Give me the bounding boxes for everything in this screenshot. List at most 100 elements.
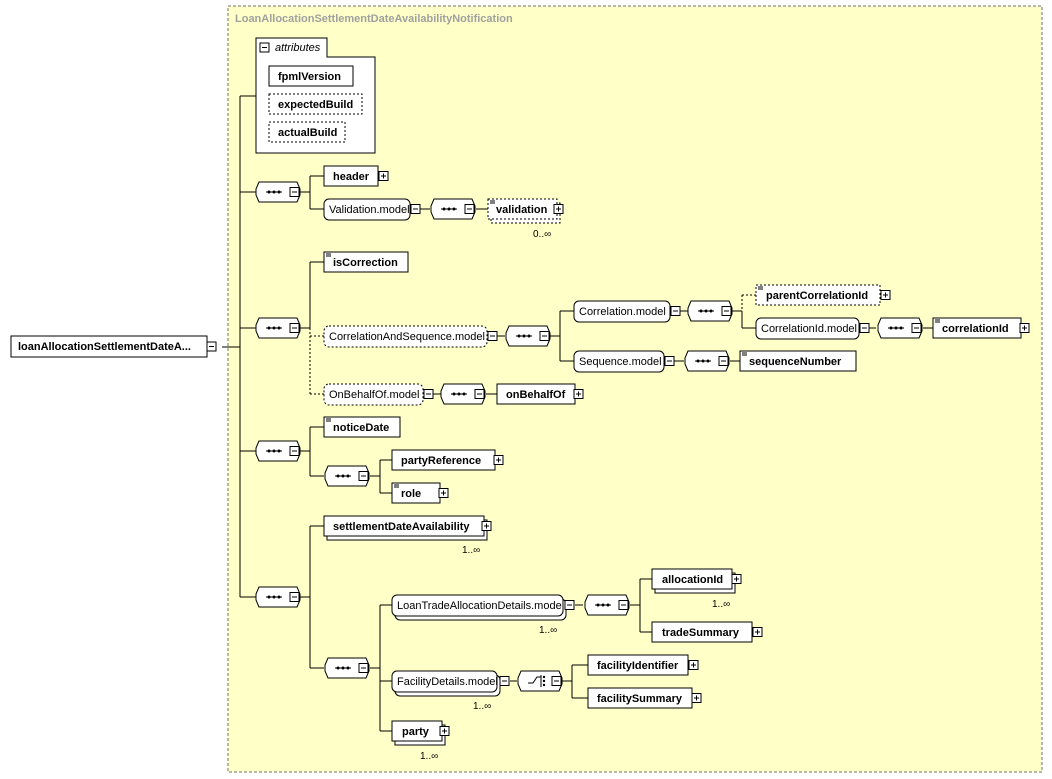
cardinality: 1..∞	[712, 599, 730, 610]
sequence-compositor[interactable]	[324, 657, 370, 679]
svg-text:facilityIdentifier: facilityIdentifier	[597, 660, 679, 672]
attribute-actualBuild[interactable]: actualBuild	[268, 121, 346, 143]
expand-icon[interactable]	[1019, 323, 1030, 333]
group-correlation-model[interactable]: Correlation.model	[573, 300, 681, 323]
expand-icon[interactable]	[573, 389, 584, 399]
svg-text:onBehalfOf: onBehalfOf	[506, 389, 566, 401]
sequence-compositor[interactable]	[505, 325, 551, 347]
element-settlementDateAvailability[interactable]: settlementDateAvailability 1..∞	[323, 515, 492, 556]
sequence-compositor[interactable]	[687, 300, 733, 322]
collapse-icon[interactable]	[206, 341, 217, 352]
text-content-icon	[490, 200, 495, 204]
collapse-icon[interactable]	[564, 600, 575, 610]
sequence-compositor[interactable]	[584, 594, 630, 616]
collapse-icon[interactable]	[664, 356, 675, 366]
svg-text:partyReference: partyReference	[401, 455, 481, 467]
sequence-compositor[interactable]	[255, 586, 301, 608]
svg-text:LoanTradeAllocationDetails.mod: LoanTradeAllocationDetails.model	[397, 600, 564, 612]
sequence-compositor[interactable]	[430, 198, 476, 220]
expand-icon[interactable]	[493, 455, 504, 465]
element-onBehalfOf[interactable]: onBehalfOf	[496, 383, 584, 405]
svg-text:allocationId: allocationId	[662, 574, 723, 586]
attributes-label: attributes	[275, 42, 321, 54]
expand-icon[interactable]	[481, 521, 492, 531]
svg-text:validation: validation	[496, 204, 548, 216]
svg-text:Sequence.model: Sequence.model	[579, 356, 662, 368]
sequence-compositor[interactable]	[877, 317, 923, 339]
text-content-icon	[326, 253, 331, 257]
expand-icon[interactable]	[553, 204, 564, 214]
svg-text:CorrelationAndSequence.model: CorrelationAndSequence.model	[329, 331, 485, 343]
collapse-icon[interactable]	[487, 331, 498, 341]
sequence-compositor[interactable]	[324, 465, 370, 487]
expand-icon[interactable]	[439, 726, 450, 736]
expand-icon[interactable]	[731, 574, 742, 584]
collapse-icon[interactable]	[670, 306, 681, 316]
collapse-icon[interactable]	[423, 389, 434, 399]
group-validation-model[interactable]: Validation.model	[323, 198, 421, 221]
svg-text:role: role	[401, 488, 421, 500]
element-validation[interactable]: validation 0..∞	[487, 198, 564, 240]
choice-compositor[interactable]	[517, 670, 563, 692]
group-correlation-and-sequence-model[interactable]: CorrelationAndSequence.model	[323, 325, 498, 348]
expand-icon[interactable]	[438, 488, 449, 498]
text-content-icon	[935, 319, 940, 323]
group-sequence-model[interactable]: Sequence.model	[573, 350, 675, 373]
cardinality: 1..∞	[539, 625, 557, 636]
collapse-icon[interactable]	[859, 323, 870, 333]
element-noticeDate[interactable]: noticeDate	[323, 416, 401, 438]
svg-text:header: header	[333, 171, 370, 183]
element-facilitySummary[interactable]: facilitySummary	[587, 687, 702, 709]
sequence-compositor[interactable]	[684, 350, 730, 372]
element-role[interactable]: role	[391, 482, 449, 504]
expand-icon[interactable]	[880, 290, 891, 300]
connectors	[222, 95, 933, 732]
collapse-icon[interactable]	[259, 42, 270, 53]
svg-text:isCorrection: isCorrection	[333, 257, 398, 269]
sequence-compositor[interactable]	[440, 383, 486, 405]
svg-text:actualBuild: actualBuild	[278, 127, 337, 139]
expand-icon[interactable]	[688, 660, 699, 670]
svg-text:correlationId: correlationId	[942, 323, 1009, 335]
cardinality: 1..∞	[473, 701, 491, 712]
svg-text:settlementDateAvailability: settlementDateAvailability	[333, 521, 470, 533]
group-correlationId-model[interactable]: CorrelationId.model	[755, 317, 870, 340]
element-isCorrection[interactable]: isCorrection	[323, 251, 409, 273]
svg-text:parentCorrelationId: parentCorrelationId	[766, 290, 868, 302]
svg-text:OnBehalfOf.model: OnBehalfOf.model	[329, 389, 420, 401]
group-loanTradeAllocationDetails-model[interactable]: LoanTradeAllocationDetails.model 1..∞	[391, 594, 575, 636]
element-tradeSummary[interactable]: tradeSummary	[651, 621, 763, 643]
svg-text:tradeSummary: tradeSummary	[662, 627, 740, 639]
element-parentCorrelationId[interactable]: parentCorrelationId	[755, 284, 891, 306]
element-allocationId[interactable]: allocationId 1..∞	[651, 568, 742, 610]
group-onBehalfOf-model[interactable]: OnBehalfOf.model	[323, 383, 434, 406]
svg-text:noticeDate: noticeDate	[333, 422, 389, 434]
complex-type-title: LoanAllocationSettlementDateAvailability…	[235, 13, 513, 25]
element-header[interactable]: header	[323, 165, 389, 187]
element-partyReference[interactable]: partyReference	[391, 449, 504, 471]
cardinality: 1..∞	[420, 751, 438, 762]
collapse-icon[interactable]	[410, 204, 421, 214]
text-content-icon	[742, 352, 747, 356]
root-element[interactable]: loanAllocationSettlementDateA...	[10, 335, 217, 358]
expand-icon[interactable]	[752, 627, 763, 637]
attribute-expectedBuild[interactable]: expectedBuild	[268, 93, 363, 115]
text-content-icon	[326, 418, 331, 422]
sequence-compositor[interactable]	[255, 317, 301, 339]
attribute-fpmlVersion[interactable]: fpmlVersion	[268, 65, 354, 87]
element-correlationId[interactable]: correlationId	[932, 317, 1030, 339]
element-party[interactable]: party 1..∞	[391, 720, 450, 762]
cardinality: 1..∞	[462, 545, 480, 556]
element-facilityIdentifier[interactable]: facilityIdentifier	[587, 654, 699, 676]
expand-icon[interactable]	[378, 171, 389, 181]
collapse-icon[interactable]	[499, 676, 510, 686]
element-sequenceNumber[interactable]: sequenceNumber	[739, 350, 857, 372]
root-element-label: loanAllocationSettlementDateA...	[18, 341, 191, 353]
svg-text:Correlation.model: Correlation.model	[579, 306, 666, 318]
svg-text:CorrelationId.model: CorrelationId.model	[761, 323, 857, 335]
expand-icon[interactable]	[691, 693, 702, 703]
svg-text:fpmlVersion: fpmlVersion	[278, 71, 341, 83]
sequence-compositor[interactable]	[255, 181, 301, 203]
sequence-compositor[interactable]	[255, 440, 301, 462]
group-facilityDetails-model[interactable]: FacilityDetails.model 1..∞	[391, 670, 510, 712]
